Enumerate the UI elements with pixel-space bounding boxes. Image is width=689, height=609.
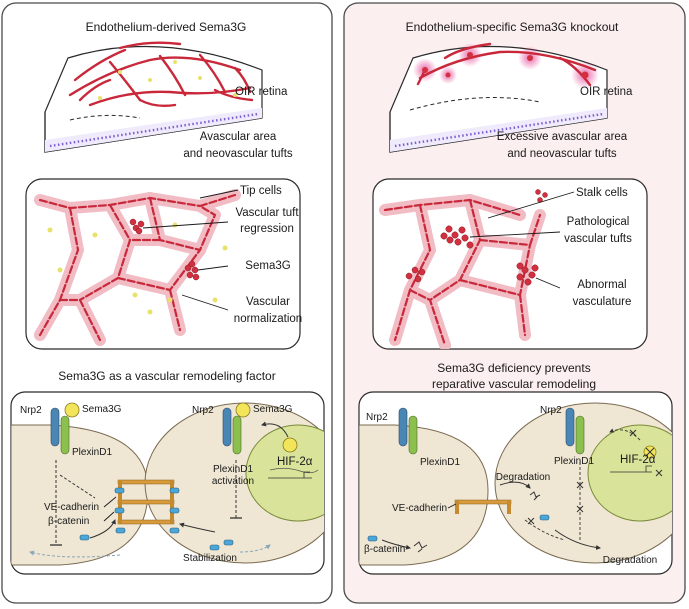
tip-cells-label: Tip cells bbox=[240, 185, 282, 197]
left-retina-caption-2: and neovascular tufts bbox=[183, 148, 293, 160]
left-ve-cadherin-label: VE-cadherin bbox=[44, 502, 99, 513]
right-cell-diagram bbox=[359, 402, 672, 566]
left-vessel-leaders bbox=[142, 189, 239, 311]
left-receptors bbox=[50, 402, 298, 455]
right-receptors bbox=[398, 407, 657, 459]
right-mechanism-title-1: Sema3G deficiency prevents bbox=[437, 361, 590, 375]
plexind1-activation-label-1: PlexinD1 bbox=[213, 464, 253, 475]
plexind1-activation-label-2: activation bbox=[212, 476, 254, 487]
degradation-top-label: Degradation bbox=[496, 472, 550, 483]
right-mechanism-title-2: reparative vascular remodeling bbox=[432, 377, 596, 391]
left-nrp2-label: Nrp2 bbox=[20, 405, 42, 416]
vascular-tuft-regression-label-2: regression bbox=[240, 223, 294, 235]
pathological-tufts-label-1: Pathological bbox=[567, 216, 630, 228]
right-retina-label: OIR retina bbox=[580, 86, 633, 98]
right-vessel-network bbox=[379, 189, 548, 349]
left-hif-label: HIF-2α bbox=[277, 456, 313, 468]
left-junction-complex bbox=[79, 479, 234, 551]
right-panel-title: Endothelium-specific Sema3G knockout bbox=[406, 20, 619, 34]
right-vessel-leaders bbox=[469, 191, 575, 289]
right-nrp2-left-label: Nrp2 bbox=[366, 412, 388, 423]
left-panel-title: Endothelium-derived Sema3G bbox=[86, 20, 247, 34]
left-retina-caption-1: Avascular area bbox=[200, 131, 277, 143]
left-sema3g-receptor-label: Sema3G bbox=[82, 404, 122, 415]
degradation-bottom-label: Degradation bbox=[603, 555, 657, 566]
right-nrp2-right-label: Nrp2 bbox=[540, 405, 562, 416]
right-junction-complex bbox=[367, 499, 550, 542]
right-plexind1-left-label: PlexinD1 bbox=[420, 457, 460, 468]
left-beta-catenin-label: β-catenin bbox=[48, 516, 89, 527]
stalk-cells-label: Stalk cells bbox=[576, 187, 628, 199]
abnormal-vasculature-label-2: vasculature bbox=[573, 296, 632, 308]
vascular-normalization-label-2: normalization bbox=[234, 313, 302, 325]
right-oir-retina bbox=[389, 42, 608, 153]
left-vessel-box bbox=[25, 178, 301, 350]
right-signaling-arrows bbox=[381, 428, 663, 553]
right-ve-cadherin-leader bbox=[447, 503, 457, 509]
sema3g-label: Sema3G bbox=[245, 260, 290, 272]
pathological-tufts-label-2: vascular tufts bbox=[564, 233, 632, 245]
left-mechanism-title: Sema3G as a vascular remodeling factor bbox=[58, 369, 275, 383]
left-plexind1-label: PlexinD1 bbox=[72, 447, 112, 458]
abnormal-vasculature-label-1: Abnormal bbox=[577, 279, 626, 291]
left-vessel-network bbox=[34, 189, 241, 346]
right-cell-nrp2-label: Nrp2 bbox=[192, 405, 214, 416]
right-ve-cadherin-label: VE-cadherin bbox=[392, 503, 447, 514]
stabilization-label: Stabilization bbox=[183, 553, 237, 564]
left-junction-leaders bbox=[103, 496, 117, 522]
left-retina-label: OIR retina bbox=[235, 86, 288, 98]
right-vessel-box bbox=[372, 178, 648, 350]
right-hif-label: HIF-2α bbox=[620, 454, 656, 466]
vascular-normalization-label-1: Vascular bbox=[246, 296, 290, 308]
right-beta-catenin-label: β-catenin bbox=[364, 544, 405, 555]
left-oir-retina bbox=[44, 41, 263, 153]
right-cell-sema3g-label: Sema3G bbox=[253, 404, 293, 415]
right-retina-caption-2: and neovascular tufts bbox=[507, 148, 617, 160]
right-retina-caption-1: Excessive avascular area bbox=[497, 131, 628, 143]
right-plexind1-right-label: PlexinD1 bbox=[554, 456, 594, 467]
left-signaling-arrows bbox=[29, 460, 319, 558]
vascular-tuft-regression-label-1: Vascular tuft bbox=[235, 207, 299, 219]
